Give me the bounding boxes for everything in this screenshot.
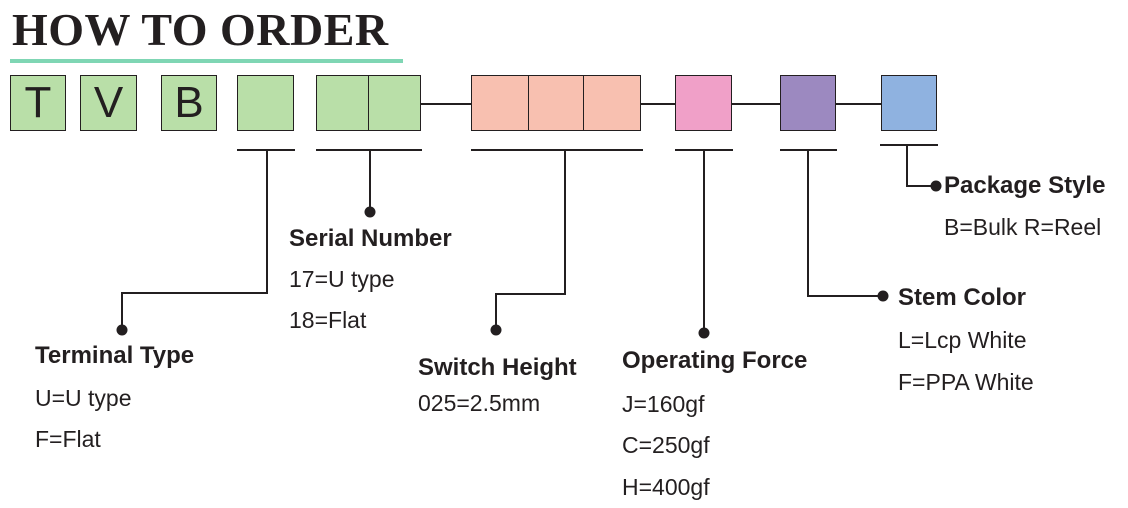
switch-height-box-3 [583, 75, 641, 131]
serial-number-box-2 [368, 75, 421, 131]
operating-force-option: H=400gf [622, 474, 710, 500]
stem-color-option: F=PPA White [898, 369, 1034, 395]
switch-height-label: Switch Height [418, 354, 577, 381]
terminal-type-option: F=Flat [35, 426, 101, 452]
leader-dot-terminal [116, 324, 128, 336]
operating-force-label: Operating Force [622, 347, 808, 374]
operating-force-box [675, 75, 732, 131]
code-box-b: B [161, 75, 217, 131]
leader-dot-package [930, 180, 942, 192]
terminal-type-option: U=U type [35, 385, 132, 411]
serial-number-label: Serial Number [289, 225, 452, 252]
leader-stem [807, 150, 883, 297]
terminal-type-box [237, 75, 294, 131]
switch-height-box-2 [528, 75, 585, 131]
leader-dot-force [698, 327, 710, 339]
leader-package [906, 145, 936, 187]
operating-force-option: J=160gf [622, 391, 705, 417]
serial-number-option: 18=Flat [289, 307, 367, 333]
code-letter: V [93, 78, 124, 127]
stem-color-box [780, 75, 836, 131]
package-style-box [881, 75, 937, 131]
leader-terminal [121, 150, 268, 330]
code-box-v: V [80, 75, 137, 131]
title-underline [10, 59, 403, 63]
switch-height-option: 025=2.5mm [418, 390, 541, 416]
leader-height [495, 150, 566, 330]
stem-color-option: L=Lcp White [898, 327, 1027, 353]
switch-height-box-1 [471, 75, 530, 131]
leader-dot-stem [877, 290, 889, 302]
package-style-option: B=Bulk R=Reel [944, 214, 1102, 240]
operating-force-option: C=250gf [622, 432, 710, 458]
code-letter: B [174, 78, 204, 127]
serial-number-box-1 [316, 75, 370, 131]
package-style-label: Package Style [944, 172, 1106, 199]
code-letter: T [24, 78, 52, 127]
stem-color-label: Stem Color [898, 284, 1027, 311]
page-title: HOW TO ORDER [12, 4, 389, 55]
leader-dot-height [490, 324, 502, 336]
code-box-t: T [10, 75, 66, 131]
terminal-type-label: Terminal Type [35, 342, 195, 369]
leader-dot-serial [364, 206, 376, 218]
serial-number-option: 17=U type [289, 266, 395, 292]
